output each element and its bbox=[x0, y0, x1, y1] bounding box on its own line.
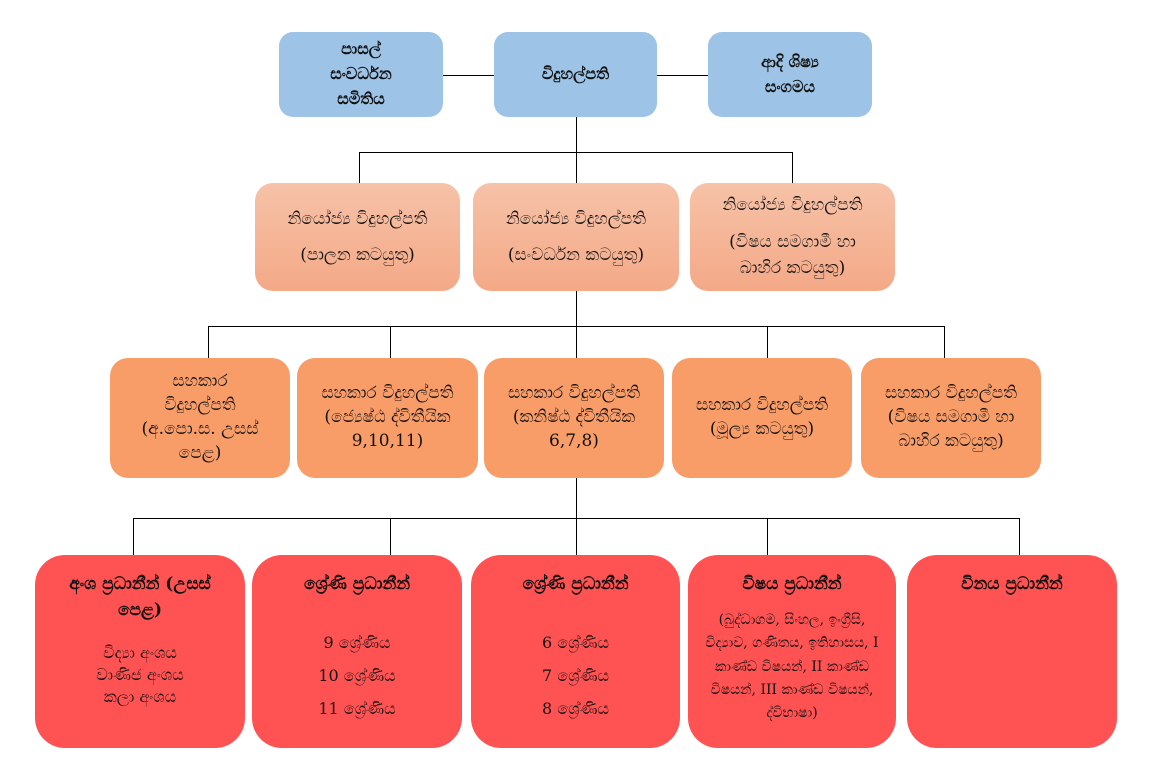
node-label: පාසල් සංවර්ධන සමිතිය bbox=[330, 39, 392, 108]
node-assistant-extracurricular: සහකාර විදුහල්පති (විෂය සමගාමී හා බාහිර ක… bbox=[861, 358, 1041, 478]
grade-item: 8 ශ්‍රේණිය bbox=[541, 698, 610, 718]
subject-list: (බුද්ධාගම, සිංහල, ඉංග්‍රීසි, විද්‍යාව, ග… bbox=[705, 612, 879, 721]
node-title: අංශ ප්‍රධානීන් (උසස් පෙළ) bbox=[69, 574, 211, 621]
node-subtitle: (සංවර්ධන කටයුතු) bbox=[507, 245, 645, 265]
node-section-heads: අංශ ප්‍රධානීන් (උසස් පෙළ) විද්‍යා අංශය ව… bbox=[35, 555, 245, 748]
node-subtitle: (ජ්‍යෙෂ්ඨ ද්විතීයික 9,10,11) bbox=[324, 407, 451, 451]
connector bbox=[576, 117, 577, 152]
node-old-students-association: ආදි ශිෂ්‍ය සංගමය bbox=[708, 32, 872, 117]
connector bbox=[576, 518, 577, 555]
grade-list: 9 ශ්‍රේණිය 10 ශ්‍රේණිය 11 ශ්‍රේණිය bbox=[318, 623, 395, 729]
node-title: නියෝජ්‍ය විදුහල්පති bbox=[506, 208, 646, 229]
node-assistant-al: සහකාර විදුහල්පති (අ.පො.ස. උසස් පෙළ) bbox=[110, 358, 290, 478]
connector bbox=[576, 326, 577, 358]
node-grade-heads-junior: ශ්‍රේණි ප්‍රධානීන් 6 ශ්‍රේණිය 7 ශ්‍රේණිය… bbox=[471, 555, 680, 748]
node-subtitle: (විෂය සමගාමී හා බාහිර කටයුතු) bbox=[887, 407, 1015, 451]
node-school-development-society: පාසල් සංවර්ධන සමිතිය bbox=[279, 32, 443, 117]
node-deputy-administration: නියෝජ්‍ය විදුහල්පති (පාලන කටයුතු) bbox=[255, 183, 460, 291]
node-title: විනය ප්‍රධානීන් bbox=[961, 574, 1063, 594]
node-grade-heads-senior: ශ්‍රේණි ප්‍රධානීන් 9 ශ්‍රේණිය 10 ශ්‍රේණි… bbox=[252, 555, 462, 748]
node-assistant-senior-secondary: සහකාර විදුහල්පති (ජ්‍යෙෂ්ඨ ද්විතීයික 9,1… bbox=[297, 358, 478, 478]
section-item: කලා අංශය bbox=[103, 687, 177, 707]
connector bbox=[1019, 518, 1020, 555]
connector bbox=[133, 518, 134, 555]
connector bbox=[576, 152, 577, 183]
connector bbox=[576, 291, 577, 326]
node-subtitle: (පාලන කටයුතු) bbox=[300, 245, 415, 265]
node-subtitle: (කනිෂ්ඨ ද්විතීයික 6,7,8) bbox=[512, 407, 636, 451]
node-subtitle: (මූල්‍ය කටයුතු) bbox=[709, 419, 815, 439]
connector bbox=[792, 152, 793, 183]
connector bbox=[767, 326, 768, 358]
node-deputy-extracurricular: නියෝජ්‍ය විදුහල්පති (විෂය සමගාමී හා බාහි… bbox=[690, 183, 895, 291]
section-item: විද්‍යා අංශය bbox=[103, 642, 177, 662]
grade-item: 6 ශ්‍රේණිය bbox=[541, 633, 610, 653]
grade-item: 11 ශ්‍රේණිය bbox=[318, 698, 396, 718]
node-subject-heads: විෂය ප්‍රධානීන් (බුද්ධාගම, සිංහල, ඉංග්‍ර… bbox=[688, 555, 896, 748]
node-principal: විදුහල්පති bbox=[494, 32, 657, 117]
node-label: ආදි ශිෂ්‍ය සංගමය bbox=[761, 51, 819, 96]
grade-item: 7 ශ්‍රේණිය bbox=[541, 666, 610, 686]
section-item: වාණිජ අංශය bbox=[96, 665, 184, 685]
grade-item: 10 ශ්‍රේණිය bbox=[318, 666, 396, 686]
connector bbox=[657, 75, 708, 76]
node-discipline-heads: විනය ප්‍රධානීන් bbox=[907, 555, 1117, 748]
node-assistant-finance: සහකාර විදුහල්පති (මූල්‍ය කටයුතු) bbox=[672, 358, 852, 478]
connector bbox=[208, 326, 209, 358]
node-title: සහකාර විදුහල්පති bbox=[884, 383, 1018, 404]
node-label: විදුහල්පති bbox=[541, 64, 610, 84]
node-title: සහකාර විදුහල්පති bbox=[321, 383, 454, 404]
node-title: සහකාර විදුහල්පති bbox=[695, 395, 829, 416]
section-list: විද්‍යා අංශය වාණිජ අංශය කලා අංශය bbox=[96, 642, 184, 709]
node-title: ශ්‍රේණි ප්‍රධානීන් bbox=[522, 574, 629, 594]
connector bbox=[767, 518, 768, 555]
connector bbox=[944, 326, 945, 358]
node-subtitle: (විෂය සමගාමී හා බාහිර කටයුතු) bbox=[729, 231, 856, 279]
node-title: ශ්‍රේණි ප්‍රධානීන් bbox=[303, 574, 411, 594]
connector bbox=[390, 518, 391, 555]
node-title: නියෝජ්‍ය විදුහල්පති bbox=[722, 195, 863, 216]
connector bbox=[576, 478, 577, 518]
connector bbox=[390, 326, 391, 358]
connector bbox=[443, 75, 494, 76]
grade-item: 9 ශ්‍රේණිය bbox=[323, 633, 391, 653]
node-subtitle: (අ.පො.ස. උසස් පෙළ) bbox=[141, 419, 259, 463]
node-title: සහකාර විදුහල්පති bbox=[164, 371, 236, 416]
node-title: නියෝජ්‍ය විදුහල්පති bbox=[287, 208, 428, 229]
node-assistant-junior-secondary: සහකාර විදුහල්පති (කනිෂ්ඨ ද්විතීයික 6,7,8… bbox=[484, 358, 664, 478]
node-title: සහකාර විදුහල්පති bbox=[507, 383, 641, 404]
connector bbox=[359, 152, 360, 183]
node-title: විෂය ප්‍රධානීන් bbox=[742, 574, 842, 594]
grade-list: 6 ශ්‍රේණිය 7 ශ්‍රේණිය 8 ශ්‍රේණිය bbox=[542, 623, 609, 729]
node-deputy-development: නියෝජ්‍ය විදුහල්පති (සංවර්ධන කටයුතු) bbox=[473, 183, 679, 291]
